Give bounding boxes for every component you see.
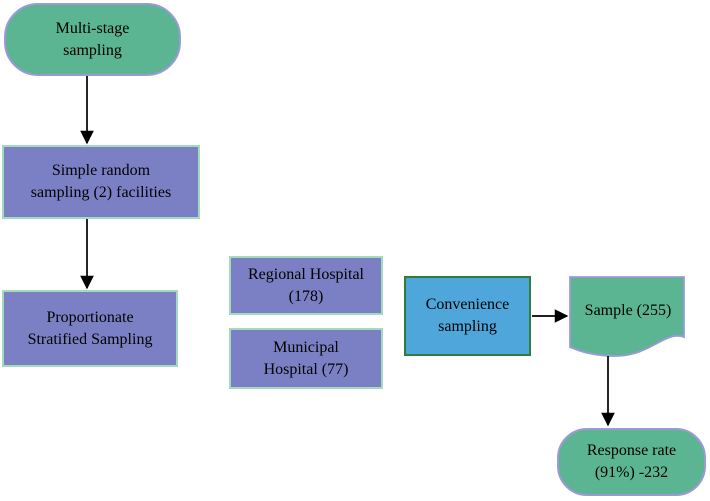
node-label-line: Convenience bbox=[425, 296, 510, 313]
document-shape-sample bbox=[569, 276, 685, 357]
node-label: Municipal Hospital (77) bbox=[264, 337, 349, 381]
node-municipal-hospital: Municipal Hospital (77) bbox=[229, 328, 383, 389]
node-label-line: Municipal bbox=[273, 338, 339, 356]
node-label-line: sampling bbox=[438, 318, 497, 335]
node-label: Response rate (91%) -232 bbox=[587, 440, 676, 484]
node-regional-hospital: Regional Hospital (178) bbox=[229, 256, 383, 315]
node-label-line: Simple random bbox=[51, 162, 151, 179]
node-label-line: Multi-stage bbox=[55, 19, 130, 37]
node-label-line: Sample (255) bbox=[584, 302, 672, 319]
node-convenience-sampling: Convenience sampling bbox=[404, 276, 531, 356]
node-label-line: (178) bbox=[288, 287, 324, 305]
node-label-line: Stratified Sampling bbox=[27, 330, 153, 348]
node-sample: Sample (255) bbox=[572, 282, 684, 340]
node-label-line: sampling (2) facilities bbox=[30, 184, 172, 201]
node-label: Simple random sampling (2) facilities bbox=[31, 160, 171, 204]
node-response-rate: Response rate (91%) -232 bbox=[557, 428, 706, 496]
node-label: Regional Hospital (178) bbox=[248, 264, 364, 308]
node-label: Convenience sampling bbox=[426, 294, 510, 338]
node-label-line: Proportionate bbox=[46, 308, 134, 326]
node-proportionate-stratified-sampling: Proportionate Stratified Sampling bbox=[2, 290, 178, 367]
node-label-line: Hospital (77) bbox=[263, 360, 349, 378]
node-label-line: Regional Hospital bbox=[248, 265, 364, 283]
node-multi-stage-sampling: Multi-stage sampling bbox=[4, 3, 181, 76]
node-label-line: sampling bbox=[63, 41, 122, 59]
node-label-line: (91%) -232 bbox=[594, 464, 669, 481]
node-label: Proportionate Stratified Sampling bbox=[28, 307, 153, 351]
node-label: Multi-stage sampling bbox=[56, 18, 130, 62]
node-label-line: Response rate bbox=[586, 442, 677, 459]
node-simple-random-sampling: Simple random sampling (2) facilities bbox=[2, 145, 200, 219]
